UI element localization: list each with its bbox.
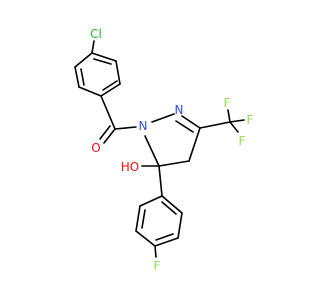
chlorine-label: Cl bbox=[90, 27, 102, 41]
nitrogen-1-label: N bbox=[139, 119, 148, 133]
c-f-bond bbox=[154, 245, 157, 258]
carbonyl-oxygen-label: O bbox=[91, 141, 100, 155]
carbonyl-double-bond-b bbox=[99, 125, 111, 140]
aryl-carbonyl-bond bbox=[100, 95, 116, 130]
hydroxyl-label: HO bbox=[121, 160, 139, 174]
c-cl-bond bbox=[91, 40, 95, 54]
carbonyl-double-bond-a bbox=[103, 128, 116, 144]
aryl-link-bond bbox=[158, 165, 163, 197]
trifluoromethyl-group bbox=[199, 109, 245, 133]
fluorine-top-label: F bbox=[224, 96, 231, 110]
molecule-structure: Cl O N N F F F HO F bbox=[74, 27, 254, 273]
aryl-fluorine-label: F bbox=[154, 259, 161, 273]
fluorine-right-label: F bbox=[247, 113, 254, 127]
fluorine-bottom-label: F bbox=[239, 134, 246, 148]
chlorophenyl-ring bbox=[74, 52, 121, 97]
fluorophenyl-ring bbox=[135, 195, 183, 247]
nitrogen-2-label: N bbox=[175, 103, 184, 117]
carbonyl-n-bond bbox=[114, 126, 137, 130]
pyrazoline-ring bbox=[144, 113, 201, 167]
